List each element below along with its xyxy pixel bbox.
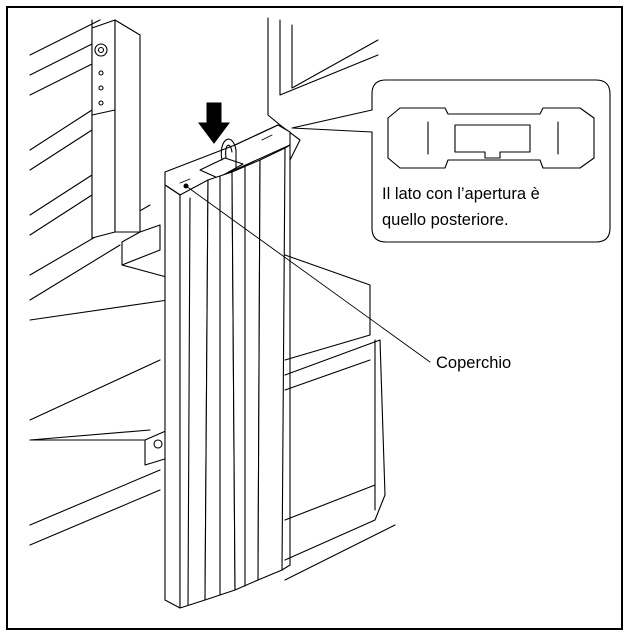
cover-slot xyxy=(199,157,244,179)
machine-body xyxy=(29,17,396,581)
callout-text-line2: quello posteriore. xyxy=(382,211,509,229)
leader-dot xyxy=(183,183,189,189)
cover-panel-4 xyxy=(257,147,286,581)
figure-frame xyxy=(6,6,623,630)
cover-leader-line xyxy=(185,185,431,363)
cover-panel-3 xyxy=(231,159,261,591)
cover-unit xyxy=(164,124,291,609)
indicator-dot-2 xyxy=(98,85,104,91)
callout-text-line1: Il lato con l’apertura è xyxy=(382,185,540,203)
cover-opening xyxy=(454,124,531,159)
callout-box: Il lato con l’apertura è quello posterio… xyxy=(291,79,611,243)
cover-left-edge xyxy=(164,184,181,609)
indicator-dot-1 xyxy=(98,70,104,76)
cover-label: Coperchio xyxy=(436,354,511,372)
down-arrow-icon xyxy=(198,102,230,144)
indicator-dot-3 xyxy=(98,100,104,106)
cover-panel-1 xyxy=(179,179,209,609)
